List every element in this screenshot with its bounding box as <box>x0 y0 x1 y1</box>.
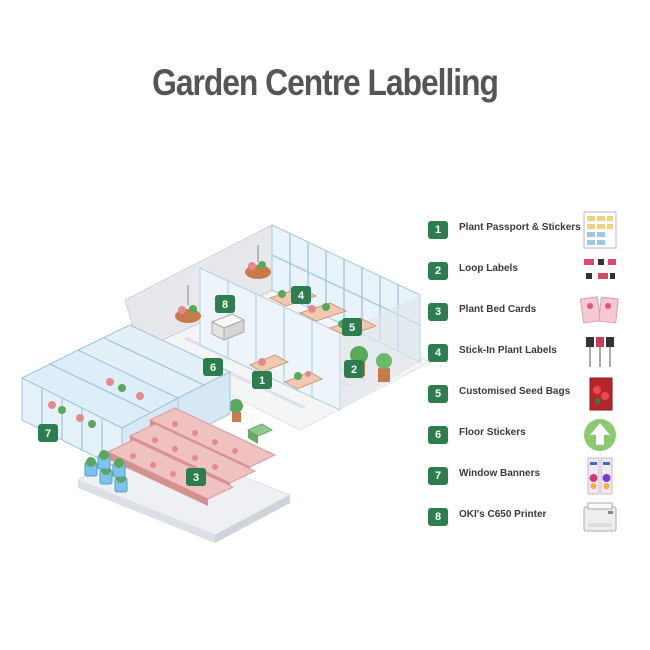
marker-number: 4 <box>298 290 305 302</box>
legend-label: Floor Stickers <box>459 427 526 438</box>
legend-badge: 8 <box>428 508 448 526</box>
planter-box <box>248 354 290 373</box>
potted-shrub <box>229 399 243 422</box>
legend-badge: 7 <box>428 467 448 485</box>
marker-number: 2 <box>351 364 357 376</box>
marker-2: 2 <box>344 360 364 378</box>
marker-number: 1 <box>259 375 265 387</box>
marker-1: 1 <box>252 371 272 389</box>
marker-badge <box>215 295 235 313</box>
planter-box <box>246 423 274 444</box>
planter-box <box>298 302 348 322</box>
marker-number: 3 <box>193 472 199 484</box>
legend-badge: 1 <box>428 221 448 239</box>
planter-box <box>283 371 324 390</box>
marker-number: 5 <box>349 322 355 334</box>
marker-number: 6 <box>210 362 216 374</box>
bed-card-icon <box>580 296 619 324</box>
marker-badge <box>291 286 311 304</box>
printer <box>210 313 246 341</box>
legend-label: Loop Labels <box>459 263 518 274</box>
printer-icon <box>583 502 617 532</box>
marker-badge <box>203 358 223 376</box>
marker-number: 7 <box>45 428 51 440</box>
potted-shrub <box>376 353 392 382</box>
legend-label: Customised Seed Bags <box>459 386 571 397</box>
sticker-sheet-icon <box>583 211 617 249</box>
marker-4: 4 <box>291 286 311 304</box>
marker-5: 5 <box>342 318 362 336</box>
legend-label: Plant Passport & Stickers <box>459 222 581 233</box>
legend-label: Plant Bed Cards <box>459 304 537 315</box>
page-title: Garden Centre Labelling <box>152 62 499 103</box>
hanging-basket <box>245 245 271 279</box>
marker-badge <box>186 468 206 486</box>
stick-label-icon <box>586 337 614 367</box>
legend-item-1: 1 Plant Passport & Stickers <box>428 210 650 250</box>
marker-6: 6 <box>203 358 223 376</box>
banner-icon <box>587 457 613 495</box>
legend-item-6: 6 Floor Stickers <box>428 415 650 455</box>
marker-3: 3 <box>186 468 206 486</box>
legend-label: Window Banners <box>459 468 541 479</box>
legend-label: Stick-In Plant Labels <box>459 345 557 356</box>
seed-bag-icon <box>589 377 613 411</box>
marker-badge <box>38 424 58 442</box>
legend-item-5: 5 Customised Seed Bags <box>428 374 650 414</box>
marker-badge <box>342 318 362 336</box>
legend-badge: 2 <box>428 262 448 280</box>
legend-item-2: 2 Loop Labels <box>428 251 650 291</box>
marker-badge <box>252 371 272 389</box>
marker-7: 7 <box>38 424 58 442</box>
hanging-basket <box>175 285 201 323</box>
legend-badge: 5 <box>428 385 448 403</box>
legend-label: OKI's C650 Printer <box>459 509 547 520</box>
loop-label-icon <box>584 259 616 279</box>
legend-item-4: 4 Stick-In Plant Labels <box>428 333 650 373</box>
marker-number: 8 <box>222 299 228 311</box>
legend-badge: 6 <box>428 426 448 444</box>
marker-8: 8 <box>215 295 235 313</box>
legend-item-7: 7 Window Banners <box>428 456 650 496</box>
legend-badge: 4 <box>428 344 448 362</box>
marker-badge <box>344 360 364 378</box>
floor-sticker-icon <box>584 419 616 451</box>
legend-item-8: 8 OKI's C650 Printer <box>428 497 650 537</box>
seedling-tubs <box>84 450 128 493</box>
legend-badge: 3 <box>428 303 448 321</box>
legend-item-3: 3 Plant Bed Cards <box>428 292 650 332</box>
